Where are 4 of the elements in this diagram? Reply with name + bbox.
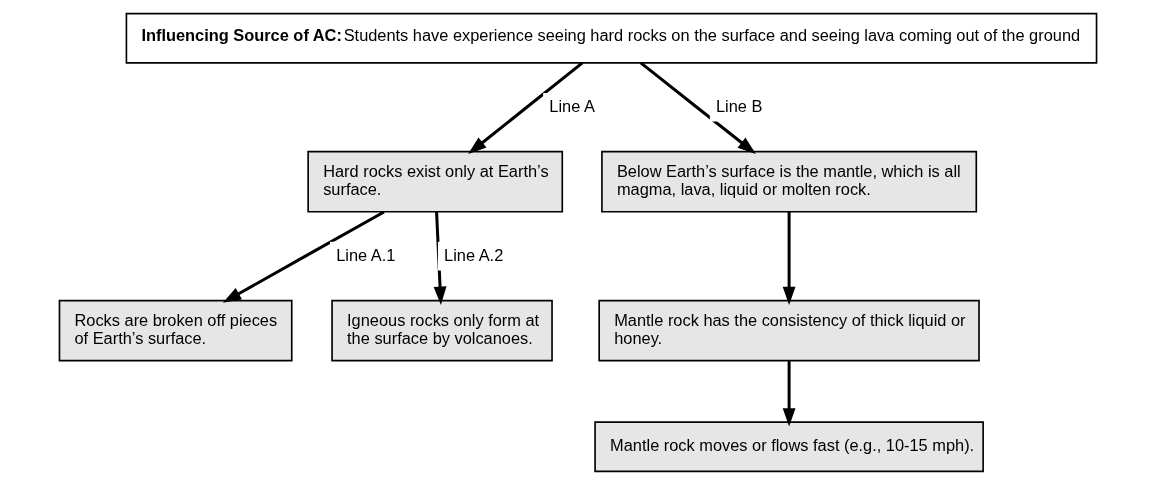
edge-label: Line A.2 <box>444 246 504 265</box>
edge-label: Line A <box>549 97 595 116</box>
edge-label: Line B <box>716 97 763 116</box>
edge-label: Line A.1 <box>336 246 396 265</box>
